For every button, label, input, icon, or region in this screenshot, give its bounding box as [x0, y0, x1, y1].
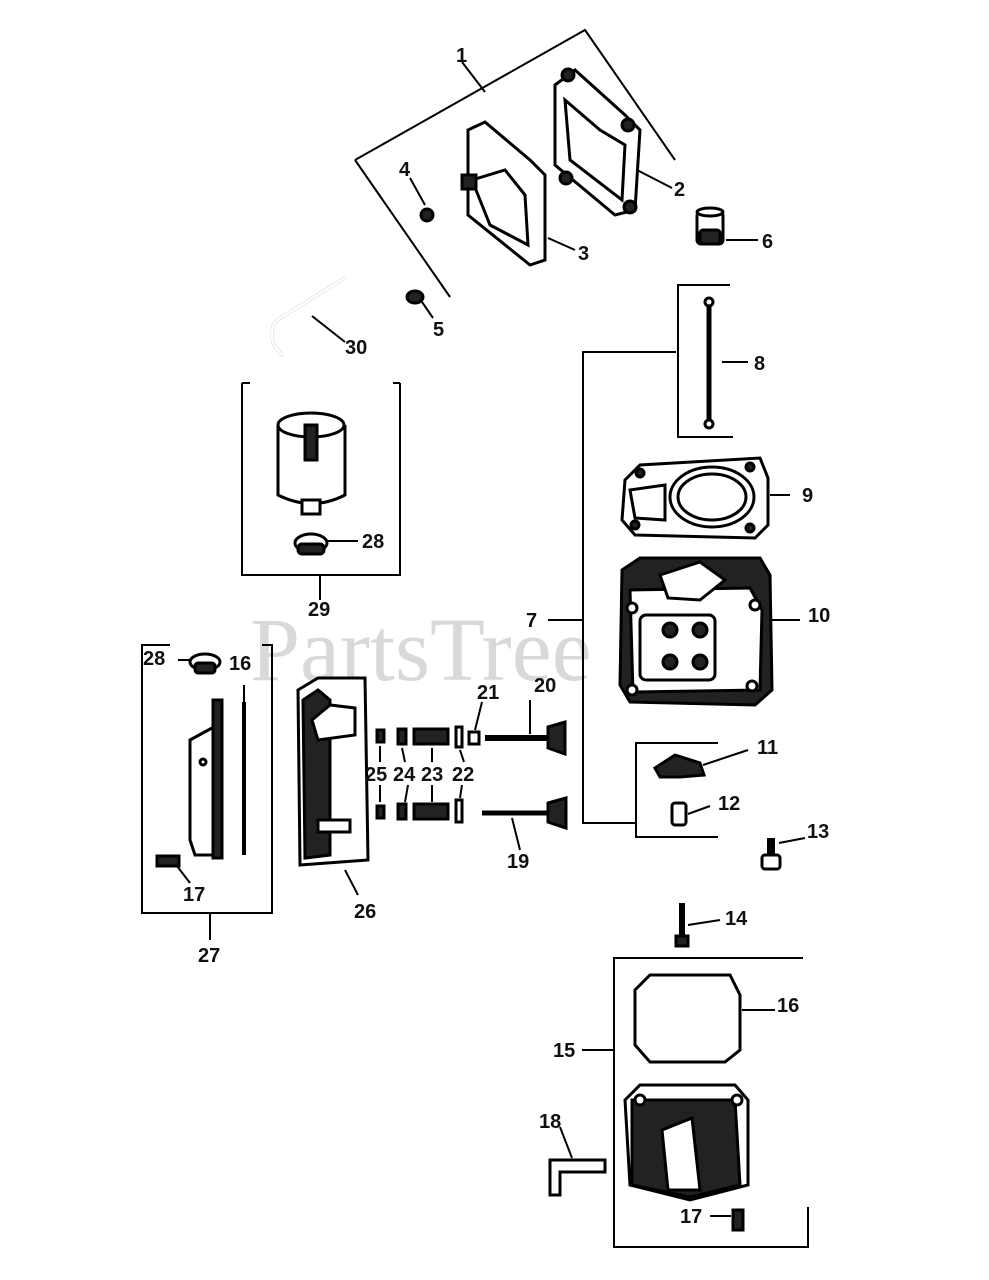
fastener-part-4 [419, 207, 435, 223]
bolt-part-14 [674, 903, 721, 948]
callout-13: 13 [807, 821, 829, 843]
grommet-part-28-upper [293, 532, 358, 556]
fastener-part-17-lower [710, 1208, 745, 1232]
plug-part-6 [695, 206, 758, 246]
callout-16-upper: 16 [229, 653, 251, 675]
callout-9: 9 [802, 485, 813, 507]
callout-3: 3 [578, 243, 589, 265]
group-29-bracket [241, 382, 401, 600]
callout-5: 5 [433, 319, 444, 341]
callout-4: 4 [399, 159, 411, 181]
breather-cover-part [460, 120, 576, 267]
callout-17-upper: 17 [183, 884, 205, 906]
valve-spring-lower [375, 798, 464, 824]
callout-7: 7 [526, 610, 537, 632]
callout-23: 23 [421, 764, 443, 786]
callout-8: 8 [754, 353, 765, 375]
callout-2: 2 [674, 179, 685, 201]
keeper-part-21 [467, 730, 481, 746]
callout-18: 18 [539, 1111, 561, 1133]
grommet-part-28-lower [178, 652, 222, 675]
breather-body-part [188, 698, 224, 860]
cylinder-head-part-10 [618, 556, 800, 707]
callout-11: 11 [757, 737, 778, 759]
callout-14: 14 [725, 908, 748, 930]
head-gasket-part-9 [620, 456, 790, 540]
callout-21: 21 [477, 682, 499, 704]
valve-part-20 [485, 700, 567, 757]
callout-30: 30 [345, 337, 367, 359]
callout-27: 27 [198, 945, 220, 967]
callout-16-lower: 16 [777, 995, 799, 1017]
callout-17-lower: 17 [680, 1206, 702, 1228]
callout-28-upper: 28 [362, 531, 384, 553]
callout-10: 10 [808, 605, 830, 627]
group-7-bracket [548, 351, 676, 824]
callout-24: 24 [393, 764, 416, 786]
callout-labels: 1 2 3 4 5 6 7 8 9 10 11 12 13 14 15 16 1… [143, 45, 830, 1228]
valve-spring-upper [375, 725, 464, 749]
rocker-subgroup-bracket [635, 742, 718, 838]
callout-22: 22 [452, 764, 474, 786]
callout-28-lower: 28 [143, 648, 165, 670]
callout-25: 25 [365, 764, 387, 786]
callout-15: 15 [553, 1040, 575, 1062]
filter-element-part [276, 411, 347, 516]
callout-26: 26 [354, 901, 376, 923]
callout-1: 1 [456, 45, 467, 67]
head-bolt-part-13 [760, 837, 806, 871]
head-side-part-26 [296, 676, 370, 896]
group-27-bracket [141, 644, 273, 940]
group-15-bracket [582, 957, 809, 1248]
callout-19: 19 [507, 851, 529, 873]
fastener-part-5 [405, 289, 425, 305]
callout-20: 20 [534, 675, 556, 697]
valve-cover-part-15 [623, 1083, 750, 1202]
l-rod-part-30 [270, 276, 347, 357]
group-1-bracket [354, 28, 676, 298]
callout-6: 6 [762, 231, 773, 253]
valve-cover-plate-part [553, 67, 673, 217]
pushrod-part-8 [677, 284, 748, 438]
bracket-part-18 [548, 1126, 607, 1197]
gasket-part-16-lower [633, 973, 775, 1064]
valve-part-19 [482, 796, 568, 851]
rocker-part-11 [653, 749, 749, 779]
fastener-part-17-upper [155, 854, 191, 884]
callout-12: 12 [718, 793, 740, 815]
pin-part-12 [670, 801, 711, 827]
callout-29: 29 [308, 599, 330, 621]
